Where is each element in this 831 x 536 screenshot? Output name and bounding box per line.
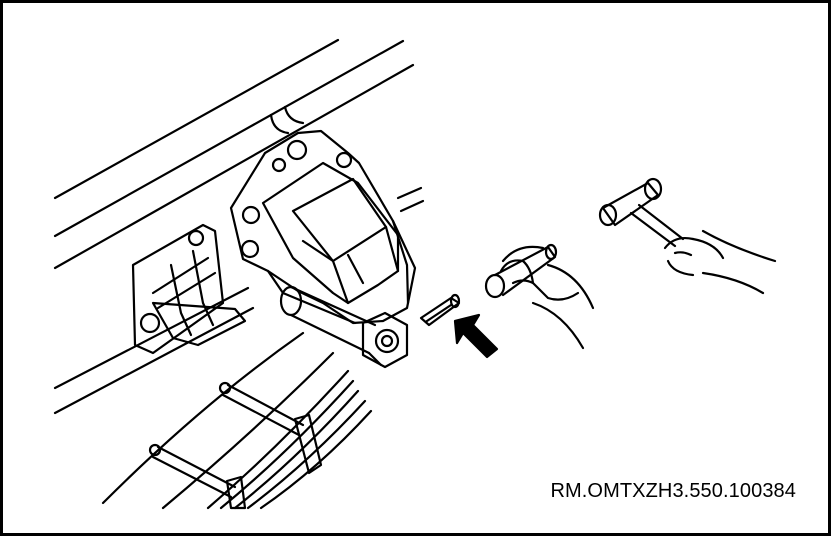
spring-rear-bracket (229, 129, 417, 325)
hand-holding-drift (499, 245, 595, 350)
spring-clips (148, 381, 323, 510)
hand-holding-hammer (663, 229, 777, 295)
hammer (598, 177, 685, 248)
spring-front-bracket (131, 223, 247, 355)
reference-code: RM.OMTXZH3.550.100384 (550, 480, 796, 502)
spring-eye-bushing (279, 285, 409, 369)
leaf-spring (101, 331, 373, 510)
direction-arrow (453, 313, 499, 359)
chassis-frame-rail (53, 38, 425, 415)
leaf-spring-pin-installation-illustration (53, 38, 777, 510)
spring-pin (419, 293, 461, 327)
drift-tool (484, 243, 558, 299)
